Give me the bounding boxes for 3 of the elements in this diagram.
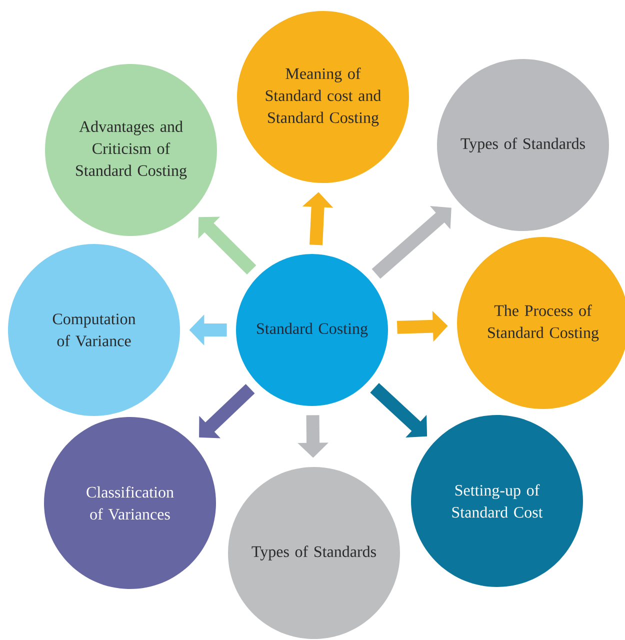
- block-arrow: [198, 216, 256, 275]
- block-arrow: [199, 384, 255, 438]
- block-arrow: [372, 206, 452, 279]
